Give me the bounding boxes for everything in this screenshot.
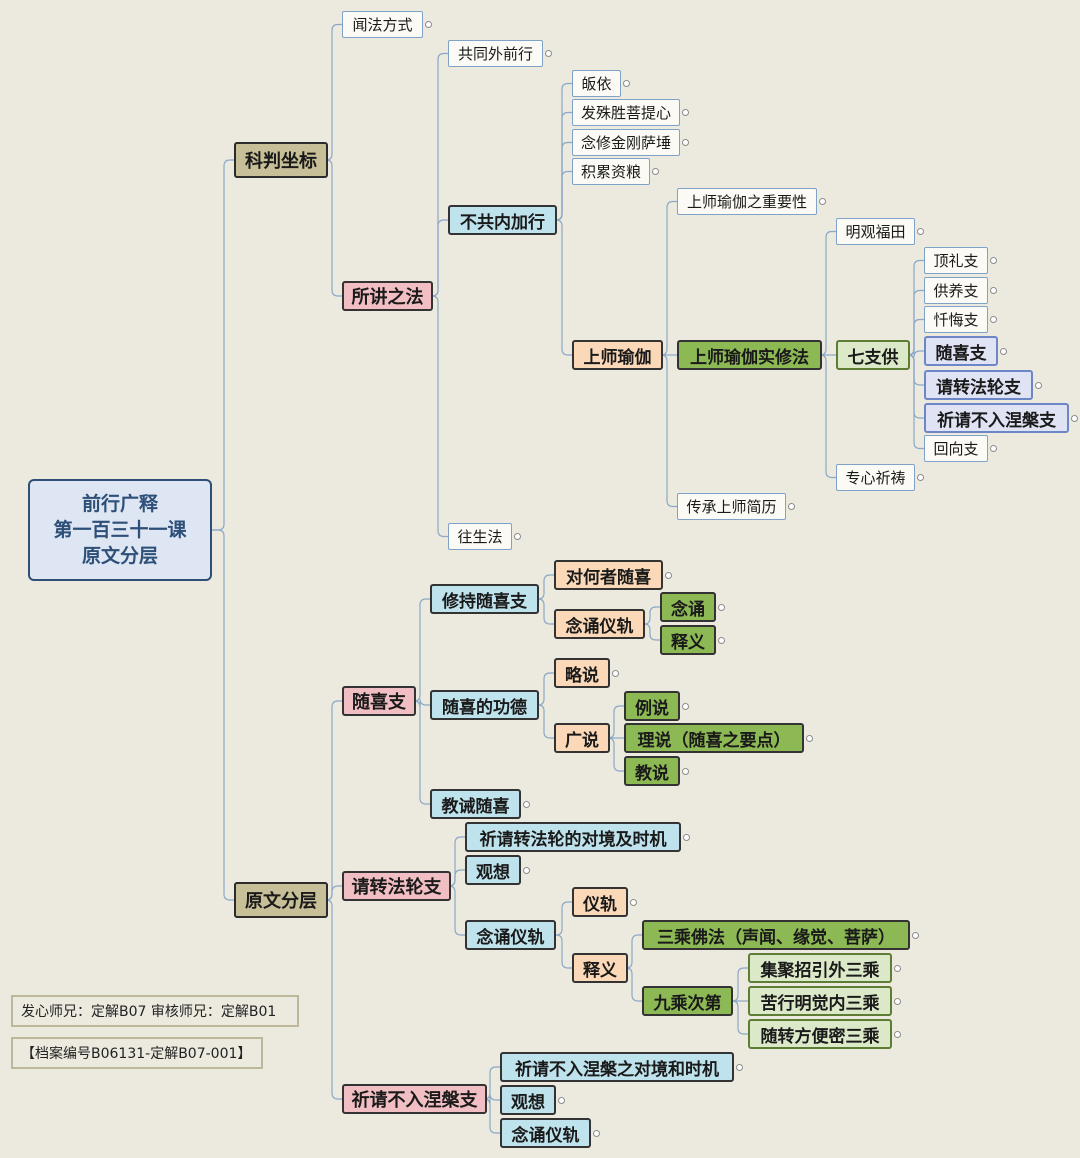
root-title-line3: 原文分层 <box>81 545 158 567</box>
expand-dot-icon[interactable] <box>788 503 795 510</box>
root-node[interactable]: 前行广释 第一百三十一课 原文分层 <box>28 479 212 581</box>
expand-dot-icon[interactable] <box>652 168 659 175</box>
node-qingzhuan-falun[interactable]: 请转法轮支 <box>342 871 451 901</box>
expand-dot-icon[interactable] <box>806 734 813 742</box>
expand-dot-icon[interactable] <box>593 1129 600 1137</box>
expand-dot-icon[interactable] <box>514 533 521 540</box>
node-yigui[interactable]: 仪轨 <box>572 887 628 917</box>
node-qiqing-bunie-duijing[interactable]: 祈请不入涅槃之对境和时机 <box>500 1052 734 1082</box>
node-dingli-zhi[interactable]: 顶礼支 <box>924 247 988 274</box>
expand-dot-icon[interactable] <box>623 80 630 87</box>
node-qizhigong[interactable]: 七支供 <box>836 340 910 370</box>
node-gongyang-zhi[interactable]: 供养支 <box>924 277 988 304</box>
node-yujia-zhongyaoxing[interactable]: 上师瑜伽之重要性 <box>677 188 817 215</box>
node-yujia-shixiufa[interactable]: 上师瑜伽实修法 <box>677 340 822 370</box>
node-lishuo-yaodian[interactable]: 理说（随喜之要点） <box>624 723 804 753</box>
node-yuanwen-fenceng[interactable]: 原文分层 <box>234 882 328 918</box>
node-qiqing-bunie-upper[interactable]: 祈请不入涅槃支 <box>924 403 1069 433</box>
node-chuancheng-jianli[interactable]: 传承上师简历 <box>677 493 786 520</box>
expand-dot-icon[interactable] <box>523 866 530 874</box>
expand-dot-icon[interactable] <box>894 997 901 1005</box>
node-wangsheng-fa[interactable]: 往生法 <box>448 523 512 550</box>
expand-dot-icon[interactable] <box>558 1096 565 1104</box>
expand-dot-icon[interactable] <box>1071 414 1078 422</box>
node-guanxiang-1[interactable]: 观想 <box>465 855 521 885</box>
expand-dot-icon[interactable] <box>819 198 826 205</box>
node-niansong-yigui-3[interactable]: 念诵仪轨 <box>500 1118 591 1148</box>
node-gongtong-waiqianxing[interactable]: 共同外前行 <box>448 40 543 67</box>
expand-dot-icon[interactable] <box>894 964 901 972</box>
node-jiaoshuo[interactable]: 教说 <box>624 756 680 786</box>
expand-dot-icon[interactable] <box>1035 381 1042 389</box>
expand-dot-icon[interactable] <box>718 603 725 611</box>
node-niansong-yigui-2[interactable]: 念诵仪轨 <box>465 920 556 950</box>
node-chanhui-zhi[interactable]: 忏悔支 <box>924 306 988 333</box>
node-jiusheng-cidi[interactable]: 九乘次第 <box>642 986 733 1016</box>
root-title-line2: 第一百三十一课 <box>53 519 187 541</box>
expand-dot-icon[interactable] <box>665 571 672 579</box>
node-kepan-zuobiao[interactable]: 科判坐标 <box>234 142 328 178</box>
expand-dot-icon[interactable] <box>990 316 997 323</box>
expand-dot-icon[interactable] <box>990 445 997 452</box>
node-fa-shusheng-puti[interactable]: 发殊胜菩提心 <box>572 99 680 126</box>
node-qingzhuan-falun-upper[interactable]: 请转法轮支 <box>924 370 1033 400</box>
node-lishuo[interactable]: 例说 <box>624 691 680 721</box>
credits-reviewers: 发心师兄：定解B07 审核师兄：定解B01 <box>11 995 299 1027</box>
node-wenfa-fangshi[interactable]: 闻法方式 <box>342 11 423 38</box>
node-guangshuo[interactable]: 广说 <box>554 723 610 753</box>
expand-dot-icon[interactable] <box>912 931 919 939</box>
expand-dot-icon[interactable] <box>718 636 725 644</box>
node-niansong[interactable]: 念诵 <box>660 592 716 622</box>
node-lueshuo[interactable]: 略说 <box>554 658 610 688</box>
expand-dot-icon[interactable] <box>682 767 689 775</box>
node-qiqing-bunie[interactable]: 祈请不入涅槃支 <box>342 1084 487 1114</box>
node-mingguan-futian[interactable]: 明观福田 <box>836 218 915 245</box>
expand-dot-icon[interactable] <box>682 702 689 710</box>
node-suixi-zhi-upper[interactable]: 随喜支 <box>924 336 998 366</box>
node-sansheng-fofa[interactable]: 三乘佛法（声闻、缘觉、菩萨） <box>642 920 910 950</box>
expand-dot-icon[interactable] <box>917 228 924 235</box>
node-huixiang-zhi[interactable]: 回向支 <box>924 435 988 462</box>
expand-dot-icon[interactable] <box>425 21 432 28</box>
node-jiju-waisansheng[interactable]: 集聚招引外三乘 <box>748 953 892 983</box>
expand-dot-icon[interactable] <box>630 898 637 906</box>
expand-dot-icon[interactable] <box>894 1030 901 1038</box>
node-bugong-neijiaxing[interactable]: 不共内加行 <box>448 205 557 235</box>
node-jiaojie-suixi[interactable]: 教诫随喜 <box>430 789 521 819</box>
node-guiyi[interactable]: 皈依 <box>572 70 621 97</box>
expand-dot-icon[interactable] <box>545 50 552 57</box>
expand-dot-icon[interactable] <box>683 833 690 841</box>
expand-dot-icon[interactable] <box>1000 347 1007 355</box>
node-shangshi-yujia[interactable]: 上师瑜伽 <box>572 340 663 370</box>
node-duihe-suixi[interactable]: 对何者随喜 <box>554 560 663 590</box>
node-suojiang-zhifa[interactable]: 所讲之法 <box>342 281 433 311</box>
node-shiyi-2[interactable]: 释义 <box>572 953 628 983</box>
node-xiuchi-suixi[interactable]: 修持随喜支 <box>430 584 539 614</box>
expand-dot-icon[interactable] <box>682 109 689 116</box>
node-suizhuan-misansheng[interactable]: 随转方便密三乘 <box>748 1019 892 1049</box>
expand-dot-icon[interactable] <box>736 1063 743 1071</box>
expand-dot-icon[interactable] <box>917 474 924 481</box>
credits-archive-number: 【档案编号B06131-定解B07-001】 <box>11 1037 263 1069</box>
node-guanxiang-2[interactable]: 观想 <box>500 1085 556 1115</box>
expand-dot-icon[interactable] <box>990 287 997 294</box>
expand-dot-icon[interactable] <box>612 669 619 677</box>
node-jilei-ziliang[interactable]: 积累资粮 <box>572 158 650 185</box>
node-qingzhuan-duijing[interactable]: 祈请转法轮的对境及时机 <box>465 822 681 852</box>
node-nianxiu-jingang[interactable]: 念修金刚萨埵 <box>572 129 680 156</box>
node-kuxing-neisansheng[interactable]: 苦行明觉内三乘 <box>748 986 892 1016</box>
node-shiyi-1[interactable]: 释义 <box>660 625 716 655</box>
node-zhuanxin-qidao[interactable]: 专心祈祷 <box>836 464 915 491</box>
expand-dot-icon[interactable] <box>682 139 689 146</box>
node-suixi-gongde[interactable]: 随喜的功德 <box>430 690 539 720</box>
root-title-line1: 前行广释 <box>81 493 158 515</box>
node-suixi-zhi[interactable]: 随喜支 <box>342 686 416 716</box>
expand-dot-icon[interactable] <box>990 257 997 264</box>
node-niansong-yigui-1[interactable]: 念诵仪轨 <box>554 609 645 639</box>
expand-dot-icon[interactable] <box>523 800 530 808</box>
